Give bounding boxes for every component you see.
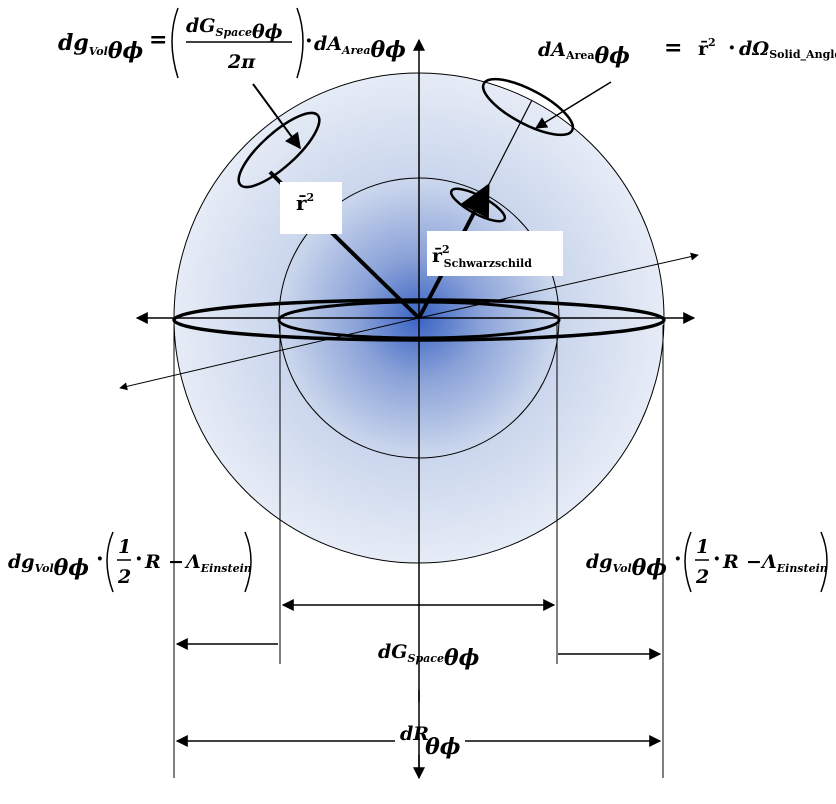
area-patch-left xyxy=(237,111,321,189)
svg-text:−: − xyxy=(746,551,762,573)
svg-text:ΛEinstein: ΛEinstein xyxy=(760,551,828,575)
equation-bottom-right: dgVolθϕ · 1 2 · R − ΛEinstein xyxy=(586,531,828,593)
equation-top-left: dgVolθϕ = dGSpaceθϕ 2π · dAAreaθϕ xyxy=(58,7,406,79)
svg-text:·: · xyxy=(674,546,682,572)
svg-text:2: 2 xyxy=(117,566,131,588)
area-patch-right-inner xyxy=(449,187,507,223)
svg-text:dGSpaceθϕ: dGSpaceθϕ xyxy=(186,15,283,43)
outer-equator-ellipse xyxy=(172,298,666,342)
r-squared-label: r̄2 xyxy=(296,191,314,215)
svg-text:R: R xyxy=(722,551,739,573)
pointer-top-right xyxy=(534,81,612,129)
svg-text:·: · xyxy=(713,546,721,572)
svg-text:dgVolθϕ: dgVolθϕ xyxy=(8,551,89,581)
r-squared-box xyxy=(280,182,342,234)
svg-text:−: − xyxy=(168,551,184,573)
svg-text:dAAreaθϕ: dAAreaθϕ xyxy=(314,33,406,63)
svg-text:1: 1 xyxy=(118,536,131,558)
equation-top-right: dAAreaθϕ = r̄2 · dΩSolid_Angle xyxy=(538,35,836,69)
svg-text:1: 1 xyxy=(696,536,709,558)
area-patch-right-outer xyxy=(481,77,575,137)
svg-text:dΩSolid_Angle: dΩSolid_Angle xyxy=(739,38,836,62)
pointer-top-left xyxy=(252,83,301,150)
svg-text:dgVolθϕ: dgVolθϕ xyxy=(58,30,143,64)
r-schwarzschild-box xyxy=(427,231,563,276)
equation-bottom-left: dgVolθϕ · 1 2 · R − ΛEinstein xyxy=(8,531,252,593)
svg-text:2π: 2π xyxy=(227,51,256,73)
svg-text:dgVolθϕ: dgVolθϕ xyxy=(586,551,667,581)
outer-radial-ray xyxy=(487,99,533,187)
dG-space-label: dGSpaceθϕ xyxy=(378,641,480,671)
svg-text:·: · xyxy=(135,546,143,572)
svg-text:·: · xyxy=(728,35,736,61)
svg-text:=: = xyxy=(149,27,167,53)
svg-text:r̄2: r̄2 xyxy=(698,36,716,60)
diagonal-axis-right xyxy=(418,252,699,319)
svg-text:dAAreaθϕ: dAAreaθϕ xyxy=(538,39,630,69)
dR-label: dRθϕ xyxy=(400,723,461,760)
svg-text:ΛEinstein: ΛEinstein xyxy=(184,551,252,575)
diagonal-axis-left xyxy=(119,317,420,391)
svg-text:2: 2 xyxy=(695,566,709,588)
svg-text:·: · xyxy=(96,546,104,572)
inner-equator-ellipse xyxy=(277,300,561,340)
svg-text:=: = xyxy=(664,35,682,61)
svg-text:·: · xyxy=(305,28,313,54)
svg-text:R: R xyxy=(144,551,161,573)
